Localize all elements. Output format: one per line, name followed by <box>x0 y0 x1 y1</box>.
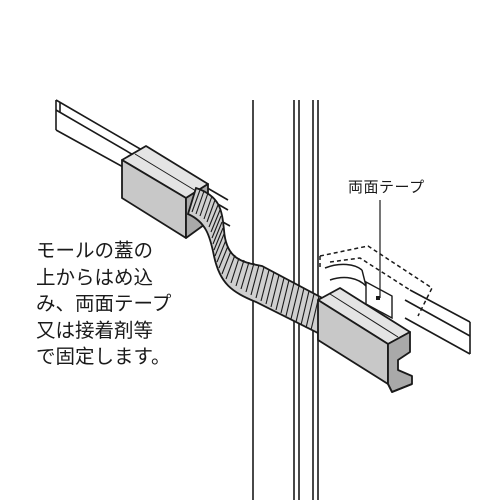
instruction-caption: モールの蓋の 上からはめ込 み、両面テープ 又は接着剤等 で固定します。 <box>36 238 171 371</box>
caption-line: 又は接着剤等 <box>36 318 154 342</box>
inner-cable <box>324 263 367 287</box>
caption-line: 上からはめ込 <box>36 265 154 289</box>
wall-rail-right <box>404 289 471 355</box>
tape-label: 両面テープ <box>348 178 425 196</box>
molding-right-end <box>317 287 413 393</box>
flex-hose <box>186 186 328 336</box>
caption-line: み、両面テープ <box>36 292 172 315</box>
hidden-molding-outline <box>319 245 433 317</box>
caption-line: で固定します。 <box>36 345 171 368</box>
caption-line: モールの蓋の <box>36 239 154 262</box>
double-sided-tape <box>365 200 393 320</box>
